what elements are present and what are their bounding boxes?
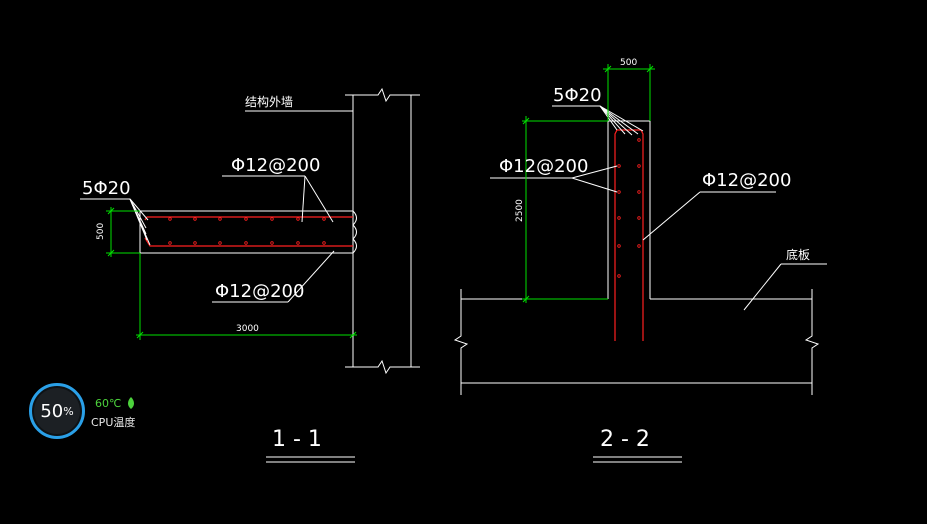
dim-height: 2500 — [515, 199, 525, 222]
title-underline-2-2 — [593, 456, 682, 463]
rebar-1-1 — [144, 216, 353, 247]
section-title-2-2: 2 - 2 — [600, 427, 650, 452]
cpu-usage-ring[interactable]: 50% — [29, 383, 85, 439]
leaf-icon — [128, 397, 134, 409]
cpu-monitor-widget[interactable]: 50% 60℃ CPU温度 — [29, 383, 147, 439]
rebar-2-2 — [614, 129, 644, 341]
leaders-2-2 — [490, 105, 827, 311]
dim-width: 500 — [620, 58, 637, 68]
dimensions-1-1 — [106, 207, 357, 340]
cpu-temperature: 60℃ — [95, 397, 122, 410]
slab-label: 底板 — [786, 247, 810, 262]
rebar-label-top-2: 5Φ20 — [553, 85, 602, 106]
dim-thickness: 500 — [96, 223, 106, 240]
rebar-dots-2-2 — [617, 138, 641, 278]
cpu-usage-percent: 50 — [40, 400, 64, 422]
leaders-1-1 — [80, 110, 353, 303]
rebar-label-top: Φ12@200 — [231, 155, 320, 176]
rebar-label-end: 5Φ20 — [82, 178, 131, 199]
section-2-2: 5Φ20 Φ12@200 Φ12@200 底板 500 2500 2 - 2 — [453, 58, 827, 463]
wall-label: 结构外墙 — [245, 94, 293, 109]
dimensions-2-2 — [522, 64, 655, 303]
section-title-1-1: 1 - 1 — [272, 427, 322, 452]
structural-wall — [345, 87, 420, 375]
rebar-label-right-2: Φ12@200 — [702, 170, 791, 191]
title-underline-1-1 — [266, 456, 355, 463]
rebar-label-left-2: Φ12@200 — [499, 156, 588, 177]
cpu-temperature-label: CPU温度 — [91, 416, 136, 429]
cpu-usage-percent-unit: % — [63, 404, 74, 418]
rebar-dots-1-1 — [168, 217, 326, 245]
rebar-label-bottom: Φ12@200 — [215, 281, 304, 302]
dim-length: 3000 — [236, 324, 259, 334]
section-1-1: 结构外墙 Φ12@200 5Φ20 Φ12@200 500 3000 1 - 1 — [80, 87, 420, 463]
